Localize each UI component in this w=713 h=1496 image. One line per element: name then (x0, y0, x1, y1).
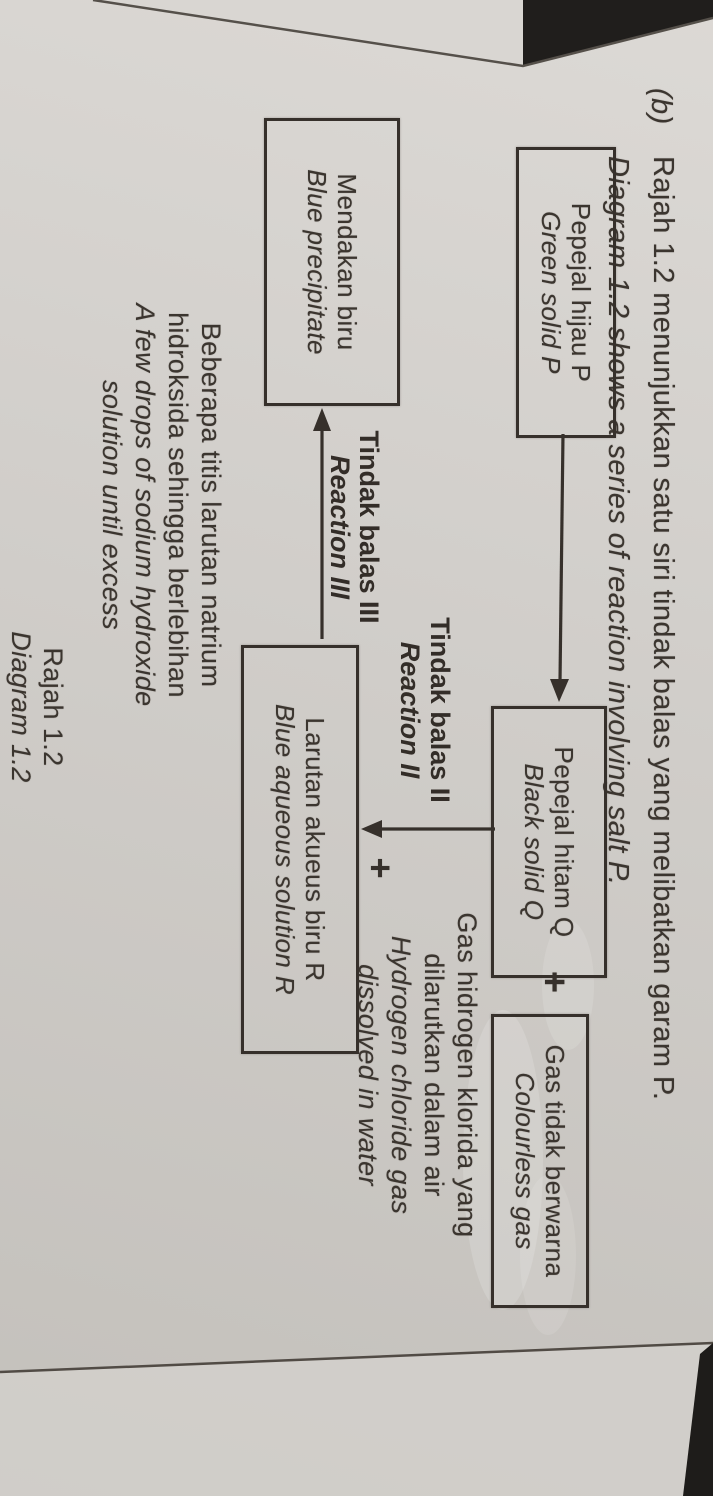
page-edge-line-left (92, 0, 713, 68)
text-hcl-gas-malay-1: Gas hidrogen klorida yang (452, 912, 482, 1238)
box-black-solid-q-english: Black solid Q (519, 763, 549, 921)
box-colourless-gas-english: Colourless gas (510, 1072, 540, 1250)
box-blue-precipitate-malay: Mendakan biru (332, 173, 362, 351)
text-naoh-note: Beberapa titis larutan natrium hidroksid… (95, 295, 227, 715)
arrow-r-to-precipitate-head (313, 408, 331, 431)
text-naoh-malay-2: hidroksida sehingga berlebihan (163, 312, 193, 698)
box-blue-precipitate-english: Blue precipitate (302, 169, 332, 355)
box-green-solid-p-malay: Pepejal hijau P (566, 202, 596, 383)
adjacent-page (0, 1343, 713, 1496)
text-naoh-english-2: solution until excess (97, 379, 127, 631)
question-label: (b) (645, 88, 677, 125)
box-blue-precipitate: Mendakan biru Blue precipitate (264, 118, 400, 406)
label-reaction-2-english: Reaction II (395, 641, 425, 779)
box-blue-solution-r-malay: Larutan akueus biru R (300, 717, 330, 982)
caption-english: Diagram 1.2 (6, 631, 36, 783)
arrow-p-to-q-head (550, 679, 569, 702)
box-colourless-gas: Gas tidak berwarna Colourless gas (491, 1014, 589, 1308)
plus-sign-middle: + (360, 857, 401, 879)
glare-spot (520, 1175, 576, 1335)
label-reaction-2: Tindak balas II Reaction II (395, 590, 455, 830)
glare-spot (463, 1010, 543, 1310)
page-edge-line-right (0, 1341, 713, 1374)
label-reaction-3: Tindak balas III Reaction III (325, 407, 384, 647)
box-colourless-gas-malay: Gas tidak berwarna (540, 1044, 570, 1278)
dark-corner-top-left (523, 0, 713, 66)
arrow-q-to-r-head (361, 820, 382, 838)
text-naoh-malay-1: Beberapa titis larutan natrium (196, 322, 226, 688)
text-hcl-gas: Gas hidrogen klorida yang dilarutkan dal… (351, 895, 483, 1255)
glare-spot (542, 920, 594, 1050)
label-reaction-2-malay: Tindak balas II (425, 617, 455, 803)
text-hcl-gas-malay-2: dilarutkan dalam air (419, 953, 449, 1197)
label-reaction-3-malay: Tindak balas III (354, 430, 384, 624)
box-black-solid-q-malay: Pepejal hitam Q (549, 746, 579, 938)
text-hcl-gas-english-1: Hydrogen chloride gas (386, 935, 416, 1215)
box-blue-solution-r: Larutan akueus biru R Blue aqueous solut… (241, 645, 359, 1054)
caption-malay: Rajah 1.2 (38, 647, 68, 767)
text-naoh-english-1: A few drops of sodium hydroxide (130, 303, 160, 707)
heading-line-malay: Rajah 1.2 menunjukkan satu siri tindak b… (647, 156, 679, 1101)
figure-caption: Rajah 1.2 Diagram 1.2 (5, 587, 69, 827)
box-green-solid-p-english: Green solid P (536, 211, 566, 374)
box-green-solid-p: Pepejal hijau P Green solid P (516, 147, 616, 438)
plus-sign-top: + (533, 970, 575, 994)
box-black-solid-q: Pepejal hitam Q Black solid Q (491, 706, 607, 978)
arrow-p-to-q (558, 433, 565, 683)
box-blue-solution-r-english: Blue aqueous solution R (270, 703, 300, 996)
label-reaction-3-english: Reaction III (325, 454, 355, 600)
dark-corner-top-right (683, 1343, 713, 1496)
